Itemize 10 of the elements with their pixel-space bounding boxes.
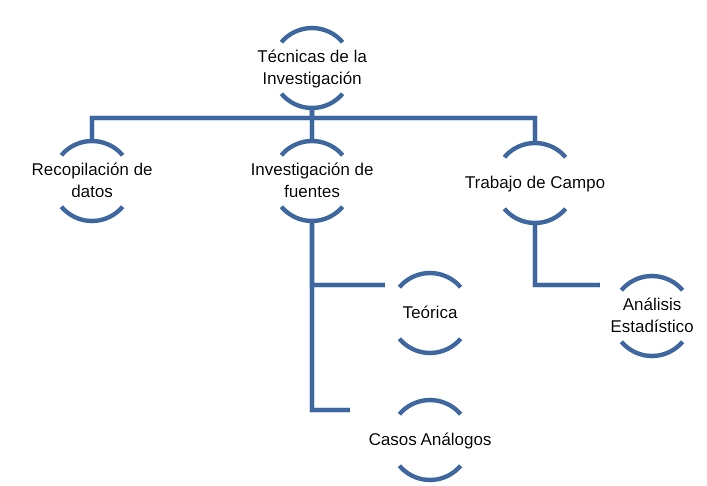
connector-line xyxy=(310,221,350,412)
node-label: Análisis Estadístico xyxy=(609,294,695,338)
connector-line xyxy=(310,108,538,143)
node-label: Investigación de fuentes xyxy=(250,158,374,203)
node-label: Casos Análogos xyxy=(368,428,492,451)
node-label: Recopilación de datos xyxy=(30,158,154,203)
connector-line xyxy=(532,223,600,288)
node-label: Trabajo de Campo xyxy=(464,172,606,194)
node-label: Teórica xyxy=(402,302,458,324)
node-label: Técnicas de la Investigación xyxy=(256,46,368,90)
